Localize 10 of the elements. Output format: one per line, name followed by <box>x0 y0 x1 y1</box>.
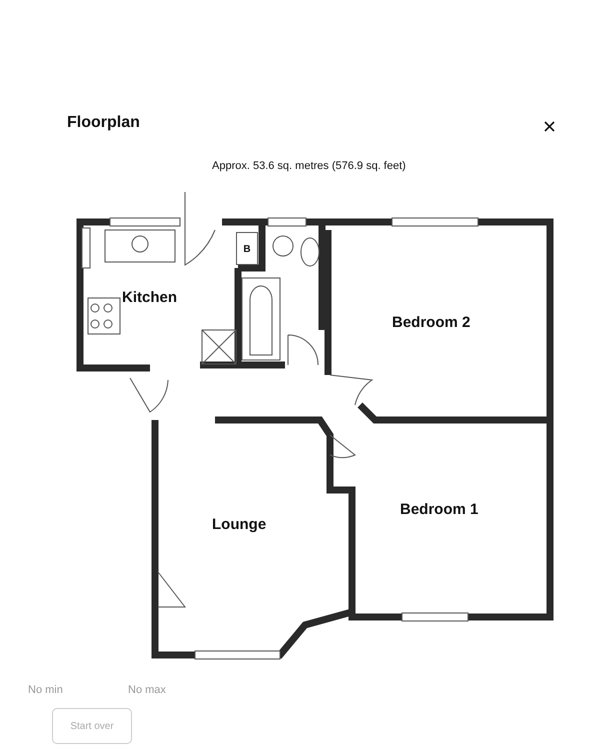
boiler-cupboard: B <box>236 232 258 265</box>
filter-label: No max <box>128 684 166 696</box>
room-label: Bedroom 1 <box>400 501 478 518</box>
area-caption: Approx. 53.6 sq. metres (576.9 sq. feet) <box>212 160 406 172</box>
room-label: Kitchen <box>122 289 178 306</box>
heading: Floorplan <box>67 114 140 132</box>
room-label: Lounge <box>212 516 266 533</box>
room-label: Bedroom 2 <box>392 314 470 331</box>
filter-label: No min <box>28 684 63 696</box>
start-over-button: Start over <box>52 708 132 744</box>
